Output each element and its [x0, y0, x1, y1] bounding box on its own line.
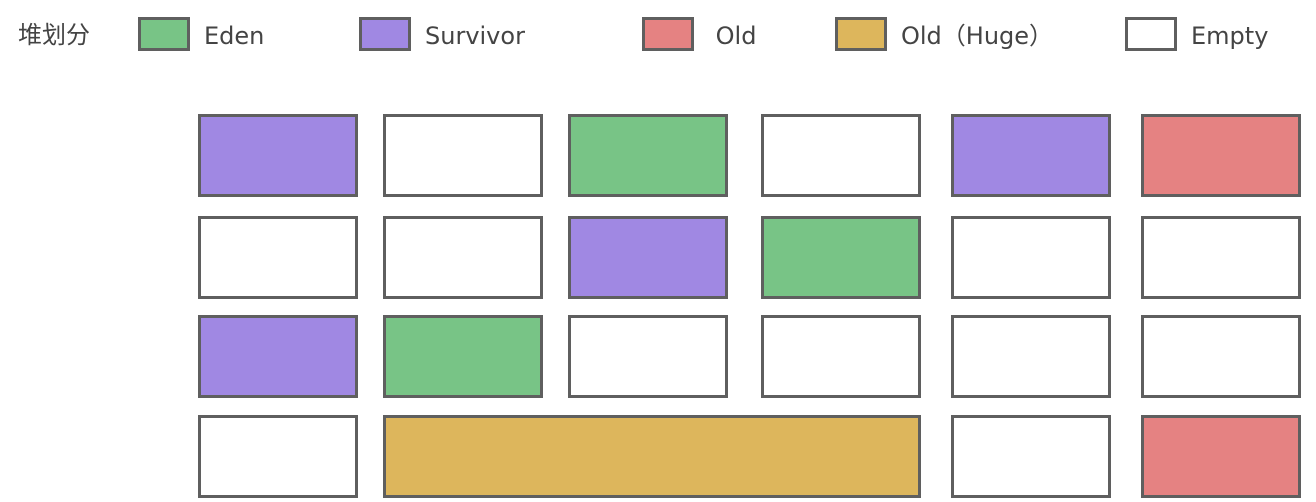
region-empty — [761, 315, 921, 398]
region-empty — [198, 415, 358, 498]
legend-label-survivor: Survivor — [425, 22, 525, 50]
region-old — [1141, 415, 1301, 498]
region-eden — [383, 315, 543, 398]
region-empty — [198, 216, 358, 299]
region-eden — [761, 216, 921, 299]
region-empty — [761, 114, 921, 197]
legend-label-empty: Empty — [1191, 22, 1269, 50]
region-empty — [383, 216, 543, 299]
region-eden — [568, 114, 728, 197]
region-survivor — [568, 216, 728, 299]
legend-swatch-empty — [1125, 17, 1177, 51]
region-huge — [383, 415, 921, 498]
legend-label-eden: Eden — [204, 22, 265, 50]
legend-label-huge: Old（Huge） — [901, 22, 1054, 50]
region-survivor — [951, 114, 1111, 197]
region-empty — [383, 114, 543, 197]
region-survivor — [198, 315, 358, 398]
region-survivor — [198, 114, 358, 197]
legend-swatch-huge — [835, 17, 887, 51]
region-empty — [1141, 315, 1301, 398]
legend-swatch-eden — [138, 17, 190, 51]
legend-label-old: Old — [708, 22, 757, 50]
region-empty — [568, 315, 728, 398]
region-empty — [1141, 216, 1301, 299]
region-empty — [951, 216, 1111, 299]
region-old — [1141, 114, 1301, 197]
region-empty — [951, 315, 1111, 398]
legend-swatch-old — [642, 17, 694, 51]
legend-swatch-survivor — [359, 17, 411, 51]
region-empty — [951, 415, 1111, 498]
heap-title: 堆划分 — [18, 21, 90, 49]
